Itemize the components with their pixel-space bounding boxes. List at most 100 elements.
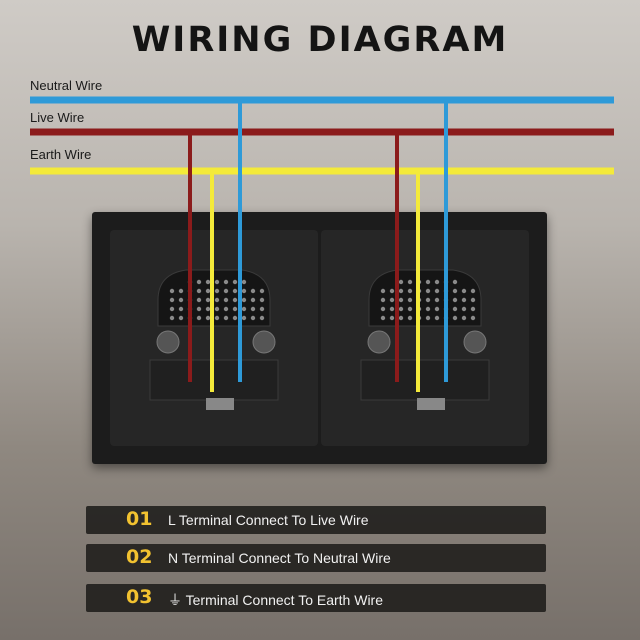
vent-hole	[452, 315, 458, 321]
vent-hole	[407, 306, 413, 312]
vent-hole	[461, 306, 467, 312]
vent-hole	[196, 315, 202, 321]
vent-hole	[425, 315, 431, 321]
vent-hole	[214, 297, 220, 303]
vent-hole	[380, 288, 386, 294]
step-3-number: 03	[126, 586, 153, 608]
step-1-text: L Terminal Connect To Live Wire	[168, 512, 369, 528]
vent-hole	[398, 315, 404, 321]
vent-hole	[250, 315, 256, 321]
vent-hole	[214, 288, 220, 294]
vent-hole	[178, 306, 184, 312]
vent-hole	[232, 306, 238, 312]
vent-hole	[398, 279, 404, 285]
diagram-title: WIRING DIAGRAM	[131, 20, 509, 60]
vent-hole	[259, 297, 265, 303]
vent-hole	[389, 288, 395, 294]
vent-hole	[407, 288, 413, 294]
vent-hole	[205, 315, 211, 321]
vent-hole	[461, 297, 467, 303]
vent-hole	[470, 297, 476, 303]
vent-hole	[250, 297, 256, 303]
vent-hole	[425, 279, 431, 285]
vent-hole	[259, 315, 265, 321]
vent-hole	[205, 279, 211, 285]
vent-hole	[470, 288, 476, 294]
step-1: 01 L Terminal Connect To Live Wire	[86, 506, 546, 534]
vent-hole	[470, 306, 476, 312]
vent-hole	[380, 297, 386, 303]
vent-hole	[434, 279, 440, 285]
vent-hole	[205, 306, 211, 312]
vent-hole	[250, 288, 256, 294]
earth-wire-label: Earth Wire	[30, 147, 92, 162]
vent-hole	[178, 297, 184, 303]
vent-hole	[223, 279, 229, 285]
vent-hole	[434, 306, 440, 312]
vent-hole	[169, 315, 175, 321]
vent-hole	[232, 279, 238, 285]
vent-hole	[241, 306, 247, 312]
step-2-number: 02	[126, 546, 153, 568]
vent-hole	[398, 288, 404, 294]
vent-hole	[241, 297, 247, 303]
vent-hole	[452, 279, 458, 285]
vent-hole	[241, 288, 247, 294]
vent-hole	[425, 288, 431, 294]
step-3-text: ⏚ Terminal Connect To Earth Wire	[168, 592, 384, 608]
neutral-wire-label: Neutral Wire	[30, 78, 103, 93]
vent-hole	[178, 315, 184, 321]
vent-hole	[214, 306, 220, 312]
vent-hole	[398, 297, 404, 303]
vent-hole	[214, 279, 220, 285]
vent-hole	[205, 288, 211, 294]
vent-hole	[389, 306, 395, 312]
vent-hole	[232, 297, 238, 303]
vent-hole	[434, 297, 440, 303]
vent-hole	[389, 315, 395, 321]
vent-hole	[232, 315, 238, 321]
vent-hole	[407, 279, 413, 285]
vent-hole	[470, 315, 476, 321]
vent-hole	[196, 297, 202, 303]
vent-hole	[223, 315, 229, 321]
vent-hole	[398, 306, 404, 312]
vent-hole	[196, 279, 202, 285]
vent-hole	[380, 306, 386, 312]
vent-hole	[461, 288, 467, 294]
vent-hole	[214, 315, 220, 321]
vent-hole	[178, 288, 184, 294]
vent-hole	[425, 297, 431, 303]
vent-hole	[452, 297, 458, 303]
vent-hole	[223, 297, 229, 303]
vent-hole	[232, 288, 238, 294]
vent-hole	[259, 306, 265, 312]
vent-hole	[223, 288, 229, 294]
vent-hole	[389, 297, 395, 303]
step-2-text: N Terminal Connect To Neutral Wire	[168, 550, 391, 566]
vent-hole	[380, 315, 386, 321]
vent-hole	[452, 306, 458, 312]
vent-hole	[223, 306, 229, 312]
vent-hole	[452, 288, 458, 294]
vent-hole	[169, 297, 175, 303]
step-2: 02 N Terminal Connect To Neutral Wire	[86, 544, 546, 572]
vent-hole	[169, 306, 175, 312]
vent-hole	[196, 306, 202, 312]
vent-hole	[259, 288, 265, 294]
step-1-number: 01	[126, 508, 153, 530]
vent-hole	[250, 306, 256, 312]
vent-hole	[205, 297, 211, 303]
vent-hole	[241, 315, 247, 321]
vent-hole	[169, 288, 175, 294]
vent-hole	[196, 288, 202, 294]
vent-hole	[461, 315, 467, 321]
vent-hole	[425, 306, 431, 312]
vent-hole	[407, 297, 413, 303]
vent-hole	[407, 315, 413, 321]
vent-hole	[434, 288, 440, 294]
step-3: 03 ⏚ Terminal Connect To Earth Wire	[86, 584, 546, 612]
live-wire-label: Live Wire	[30, 110, 85, 125]
vent-hole	[241, 279, 247, 285]
